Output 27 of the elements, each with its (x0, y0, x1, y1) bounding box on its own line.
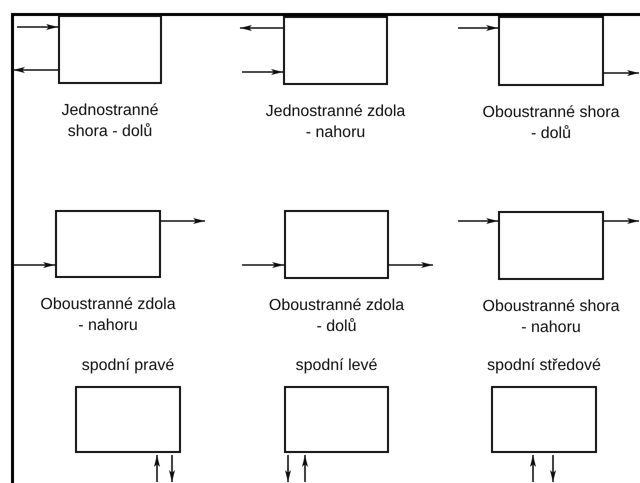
node-label: Oboustranné zdola - dolů (268, 296, 406, 337)
arrow (154, 455, 160, 482)
node-label: Jednostranné shora - dolů (60, 101, 160, 142)
node-label: Oboustranné shora - nahoru (482, 297, 620, 338)
arrow (242, 262, 284, 268)
arrow (530, 455, 536, 482)
node-label: Oboustranné shora - dolů (482, 103, 620, 144)
arrow (14, 262, 55, 268)
arrow (302, 455, 308, 482)
arrow (458, 218, 498, 224)
arrow (389, 262, 433, 268)
arrow (13, 67, 58, 73)
node-label: Oboustranné zdola - nahoru (39, 295, 177, 336)
arrow (550, 455, 556, 482)
arrow (240, 25, 283, 31)
arrow (169, 455, 175, 482)
arrow (161, 218, 205, 224)
arrow (285, 455, 291, 482)
arrow (604, 70, 639, 76)
arrow (17, 24, 58, 30)
arrow (458, 25, 498, 31)
arrow (242, 69, 283, 75)
node-label: Jednostranné zdola - nahoru (266, 102, 406, 143)
node-label: spodní středové (486, 356, 602, 376)
arrow (604, 218, 639, 224)
node-label: spodní levé (294, 356, 378, 376)
node-label: spodní pravé (80, 356, 176, 376)
